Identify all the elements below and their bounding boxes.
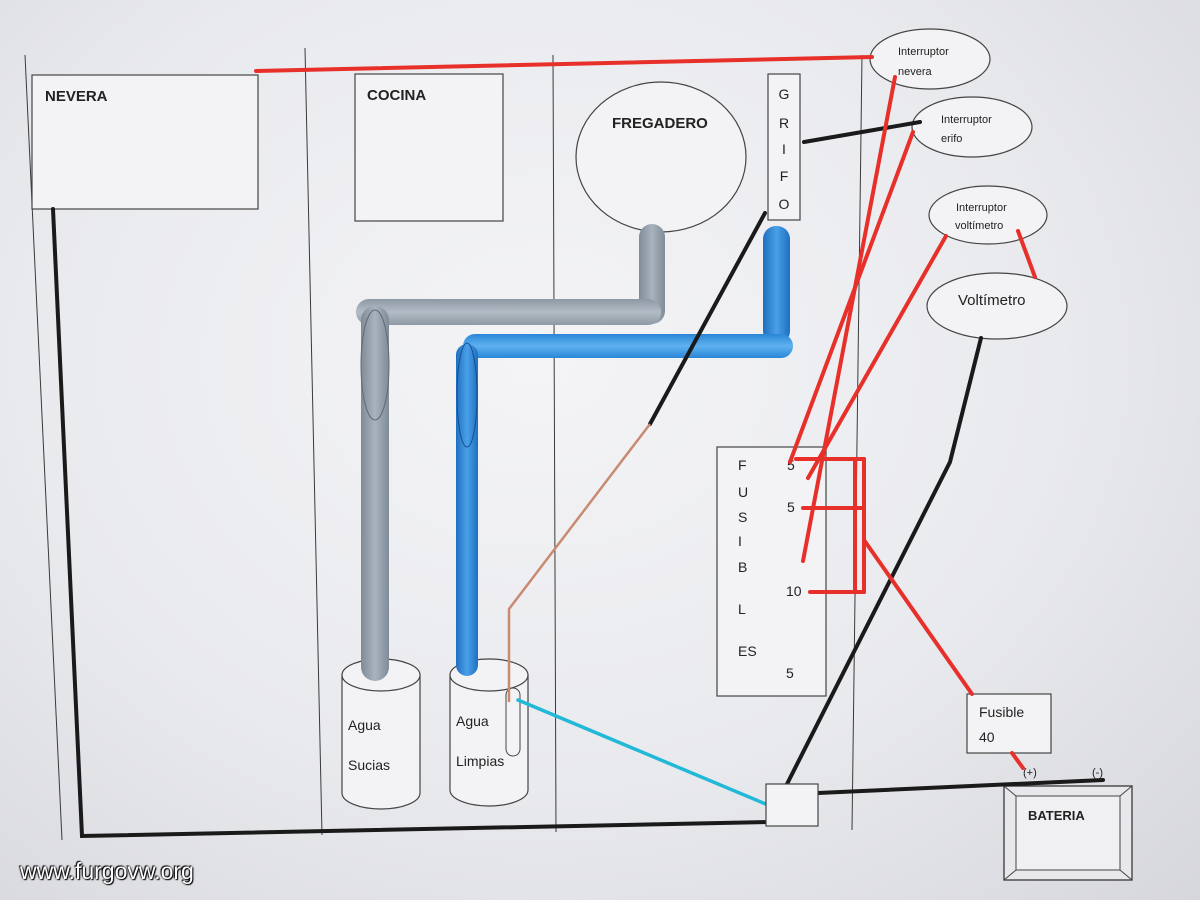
bateria-negative: (-) [1092,767,1103,779]
fusibles-letter: L [738,601,746,617]
tank-aguas-limpias: Agua Limpias [449,658,529,807]
grifo-letter-f: F [780,168,789,184]
switch-nevera-line2: nevera [898,66,933,78]
tank-sucias-line1: Agua [348,717,381,733]
cocina-box: COCINA [354,73,504,222]
tank-sucias-line2: Sucias [348,757,390,773]
switch-grifo: Interruptor erifo [911,96,1033,158]
bateria-positive: (+) [1023,767,1037,779]
junction-box [765,783,819,827]
bateria-label: BATERIA [1028,808,1085,823]
wires-black [51,120,1105,839]
grifo-tap: G R I F O [767,73,801,221]
fuse-rating: 5 [787,499,795,515]
grifo-letter-r: R [779,115,789,131]
fusibles-letter: S [738,509,747,525]
clean-water-pipe [456,226,793,676]
nevera-box: NEVERA [31,74,259,210]
grifo-letter-g: G [779,86,790,102]
fusibles-letter: F [738,457,747,473]
fuse-rating: 5 [786,665,794,681]
fusible-40-box: Fusible 40 [966,693,1052,754]
fusible-40-label: Fusible [979,704,1024,720]
voltimetro: Voltímetro [926,272,1068,340]
fusibles-letter: ES [738,643,757,659]
switch-nevera-line1: Interruptor [898,46,949,58]
nevera-label: NEVERA [45,88,108,105]
fuse-rating: 10 [786,583,802,599]
fuse-rating: 5 [787,457,795,473]
fusible-40-value: 40 [979,729,995,745]
water-pump [505,687,521,757]
switch-voltimetro-line1: Interruptor [956,202,1007,214]
voltimetro-label: Voltímetro [958,292,1026,309]
watermark: www.furgovw.org [20,858,194,884]
wire-brown [507,423,651,702]
wire-cyan [516,698,770,807]
switch-nevera: Interruptor nevera [869,28,991,90]
switch-grifo-line2: erifo [941,133,962,145]
fusibles-panel: F U S I B L ES 5 5 10 5 [716,446,827,697]
cocina-label: COCINA [367,87,426,104]
switch-voltimetro-line2: voltímetro [955,220,1003,232]
tank-aguas-sucias: Agua Sucias [341,658,421,810]
bateria-box: BATERIA (+) (-) [1003,767,1133,881]
grey-water-pipe [356,224,665,681]
frame-lines [24,47,863,841]
grifo-letter-o: O [779,196,790,212]
tank-limpias-line1: Agua [456,713,489,729]
fusibles-letter: B [738,559,747,575]
fregadero-label: FREGADERO [612,115,708,132]
fusibles-letter: U [738,484,748,500]
tank-limpias-line2: Limpias [456,753,504,769]
fregadero-sink: FREGADERO [575,81,747,233]
grifo-letter-i: I [782,141,786,157]
wires-red [254,55,1037,770]
fusibles-letter: I [738,533,742,549]
switch-grifo-line1: Interruptor [941,114,992,126]
